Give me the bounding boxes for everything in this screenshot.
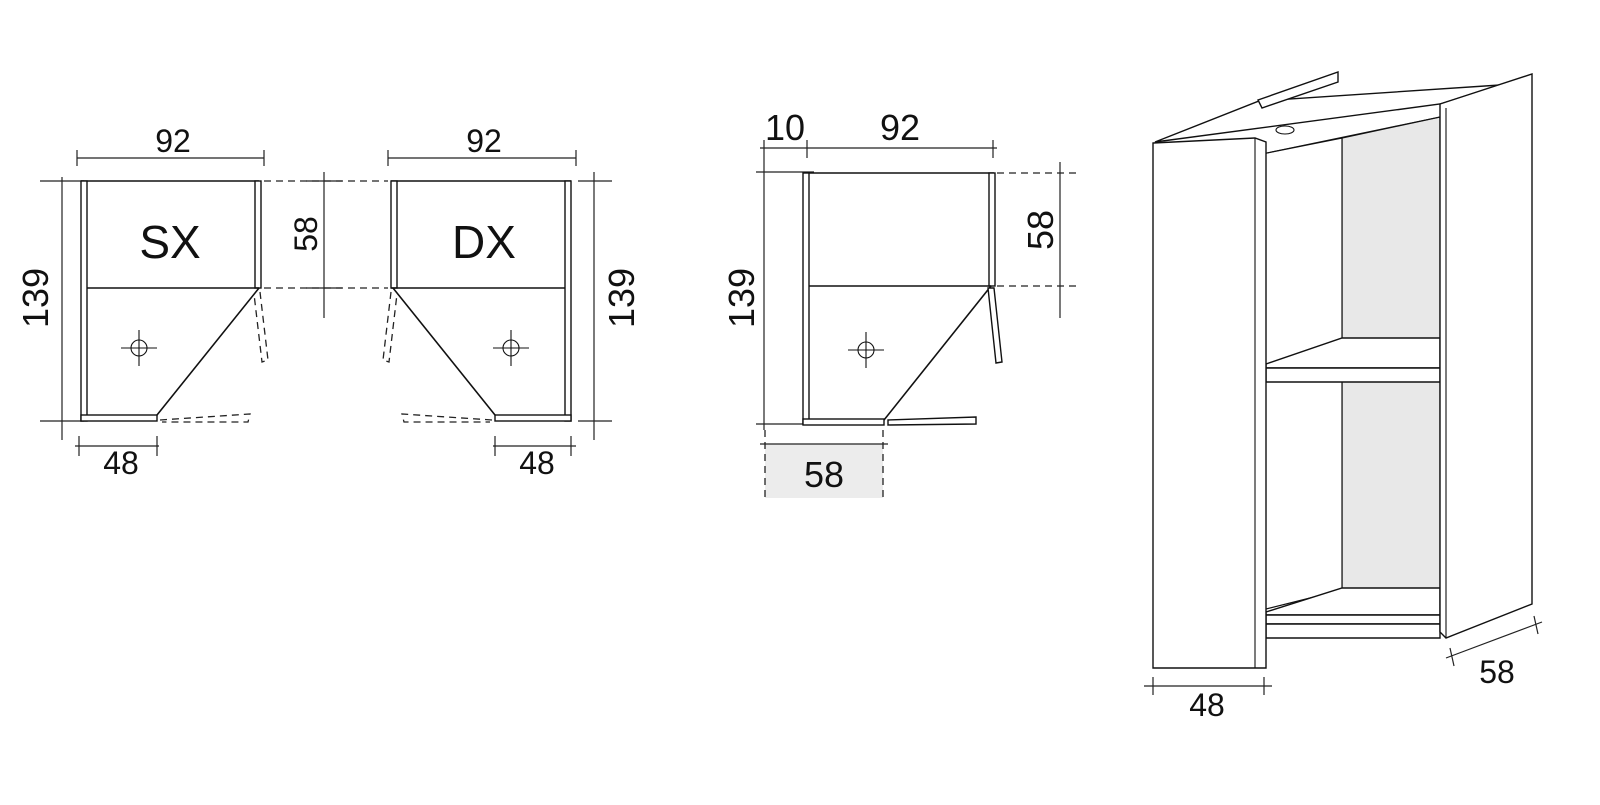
bottom-shelf-front xyxy=(1265,614,1441,625)
door-clearance-zone xyxy=(765,444,883,498)
door-open-panel xyxy=(887,416,977,426)
middle-shelf-front xyxy=(1265,367,1441,383)
top-width-label-right: 92 xyxy=(466,123,502,159)
inner-depth-label: 58 xyxy=(288,216,324,252)
height-label-left: 139 xyxy=(15,268,56,328)
plan-right-dx: 92 DX 139 48 xyxy=(382,123,642,481)
side-code-dx: DX xyxy=(452,216,516,268)
door-open-dashed xyxy=(159,413,251,423)
left-side-panel xyxy=(80,180,88,422)
plan-center: 10 92 139 58 58 xyxy=(721,107,1076,498)
bottom-panel xyxy=(802,418,885,426)
door-open-dashed xyxy=(253,291,269,363)
door-clearance-label: 58 xyxy=(804,454,844,495)
door-open-dashed xyxy=(382,291,398,363)
diagonal-door xyxy=(392,287,496,416)
height-label-right: 139 xyxy=(601,268,642,328)
plinth xyxy=(1265,623,1441,639)
dim-tick xyxy=(1533,615,1539,635)
door-open-dashed xyxy=(401,413,493,423)
dim-tick xyxy=(1449,647,1455,667)
diagonal-door xyxy=(883,285,992,421)
left-side-panel xyxy=(802,172,810,425)
top-back-lip xyxy=(1257,71,1339,109)
side-label-right: 48 xyxy=(519,445,555,481)
depth-label-perspective: 58 xyxy=(1479,654,1515,690)
left-side-panel xyxy=(390,180,398,289)
door-open-panel xyxy=(987,287,1003,364)
width-label-perspective: 48 xyxy=(1189,687,1225,723)
depth-label-center: 58 xyxy=(1020,210,1061,250)
tap-hole-icon xyxy=(1275,125,1295,135)
right-side-panel xyxy=(988,172,996,287)
side-label-left: 48 xyxy=(103,445,139,481)
top-width-label-left: 92 xyxy=(155,123,191,159)
offset-label: 10 xyxy=(765,107,805,148)
height-label-center: 139 xyxy=(721,268,762,328)
side-code-sx: SX xyxy=(139,216,200,268)
right-door-panel xyxy=(1439,73,1533,639)
dim-line-depth-perspective xyxy=(1445,621,1543,659)
interior-top-edge xyxy=(1261,116,1441,155)
top-width-label-center: 92 xyxy=(880,107,920,148)
right-side-panel xyxy=(564,180,572,422)
right-side-panel xyxy=(254,180,262,289)
diagonal-door xyxy=(156,287,260,416)
bottom-panel xyxy=(494,414,572,422)
plan-left-sx: 92 139 SX 58 48 xyxy=(15,123,388,481)
perspective-view: 48 58 xyxy=(1144,71,1543,723)
left-door-panel xyxy=(1152,137,1267,669)
bottom-panel xyxy=(80,414,158,422)
